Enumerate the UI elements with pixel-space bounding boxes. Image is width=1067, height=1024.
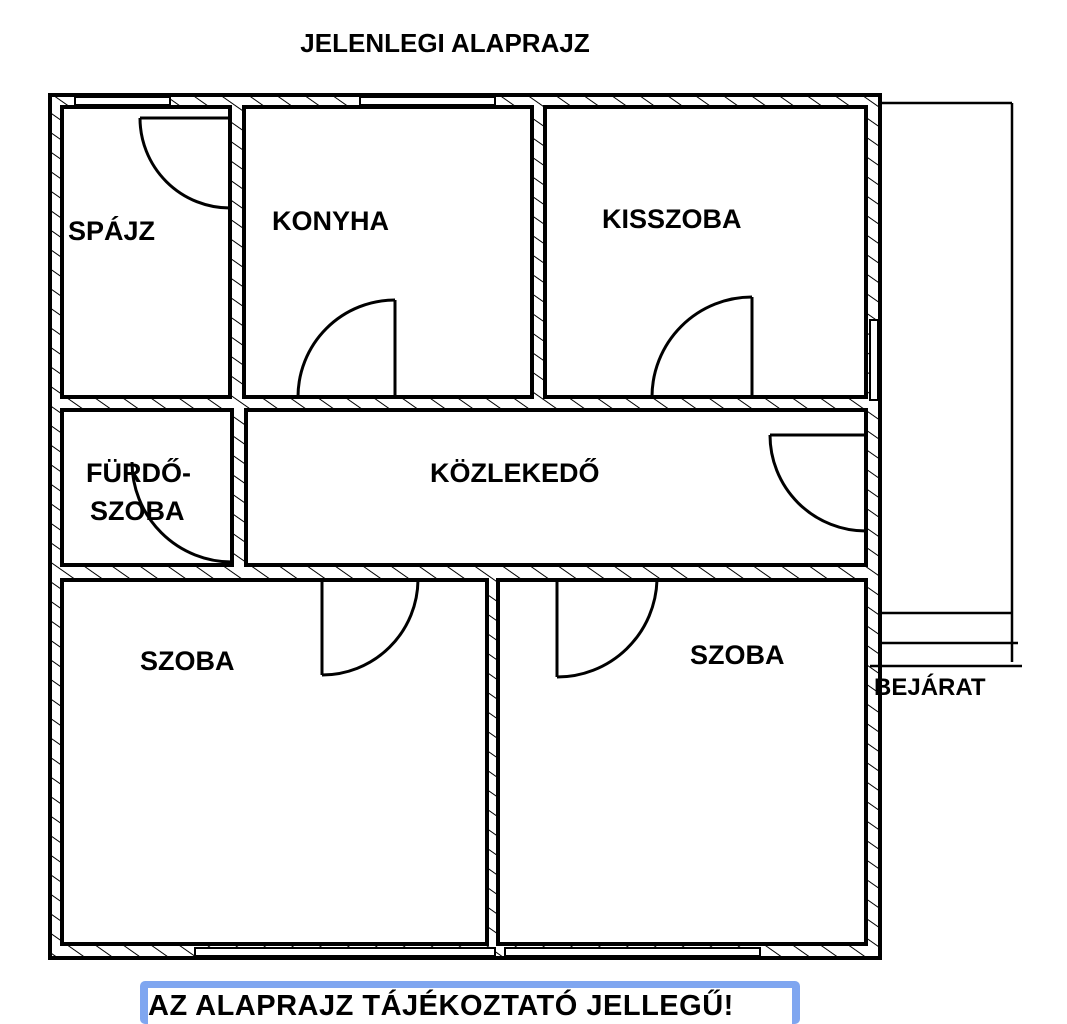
label-kitchen: KONYHA	[272, 206, 389, 236]
room-small	[543, 105, 868, 399]
room-pantry	[60, 105, 232, 399]
plan-title: JELENLEGI ALAPRAJZ	[300, 28, 590, 58]
door-entrance	[768, 433, 867, 533]
label-small-room: KISSZOBA	[602, 204, 742, 234]
label-hallway: KÖZLEKEDŐ	[430, 457, 600, 488]
door-small-room	[650, 295, 754, 398]
door-room-left	[320, 579, 420, 677]
door-room-right	[555, 579, 659, 679]
door-kitchen	[296, 298, 397, 398]
label-room-right: SZOBA	[690, 640, 785, 670]
disclaimer-text: AZ ALAPRAJZ TÁJÉKOZTATÓ JELLEGŰ!	[148, 988, 792, 1024]
label-pantry: SPÁJZ	[68, 215, 155, 246]
label-room-left: SZOBA	[140, 646, 235, 676]
room-kitchen	[242, 105, 534, 399]
door-bathroom	[130, 461, 234, 565]
label-entrance: BEJÁRAT	[874, 673, 986, 701]
disclaimer-highlight: AZ ALAPRAJZ TÁJÉKOZTATÓ JELLEGŰ!	[140, 981, 800, 1024]
room-bathroom	[60, 408, 234, 567]
door-pantry	[138, 116, 231, 210]
label-bathroom-1: FÜRDŐ-	[86, 457, 191, 488]
label-bathroom-2: SZOBA	[90, 496, 185, 526]
porch	[870, 101, 1022, 668]
room-right	[496, 578, 868, 946]
room-left	[60, 578, 489, 946]
windows	[74, 96, 879, 957]
room-hallway	[244, 408, 868, 567]
